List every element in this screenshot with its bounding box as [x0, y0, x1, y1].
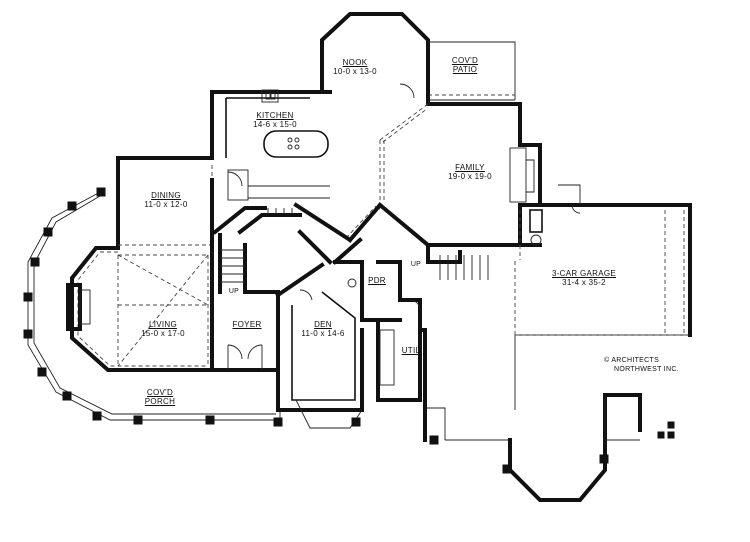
foyer-name: FOYER	[232, 320, 262, 329]
garage-walls	[418, 184, 692, 442]
foyer-walls	[210, 344, 280, 372]
room-label-util: UTIL	[398, 346, 424, 355]
room-label-garage: 3-CAR GARAGE 31-4 x 35-2	[543, 269, 625, 287]
porch-name2: PORCH	[144, 397, 176, 406]
patio-name2: PATIO	[452, 65, 478, 74]
room-label-family: FAMILY 19-0 x 19-0	[442, 163, 498, 181]
room-label-living: LIVING 15-0 x 17-0	[133, 320, 193, 338]
living-dims: 15-0 x 17-0	[141, 329, 185, 338]
stair-up-text-garage: UP	[410, 261, 422, 268]
room-label-den: DEN 11-0 x 14-6	[296, 320, 350, 338]
nook-dims: 10-0 x 13-0	[333, 67, 377, 76]
kitchen-walls	[210, 89, 330, 201]
garage-bay	[445, 393, 642, 502]
living-name: LIVING	[148, 320, 178, 329]
porch-name: COV'D	[146, 388, 174, 397]
dining-name: DINING	[151, 191, 181, 200]
room-label-kitchen: KITCHEN 14-6 x 15-0	[245, 111, 305, 129]
garage-dims: 31-4 x 35-2	[562, 278, 606, 287]
garage-name: 3-CAR GARAGE	[551, 269, 617, 278]
patio-outline	[428, 41, 516, 101]
den-walls	[243, 262, 364, 429]
kitchen-name: KITCHEN	[256, 111, 294, 120]
room-label-patio: COV'D PATIO	[445, 56, 485, 74]
room-label-porch: COV'D PORCH	[140, 388, 180, 406]
kitchen-dims: 14-6 x 15-0	[253, 120, 297, 129]
patio-name: COV'D	[451, 56, 479, 65]
dining-dims: 11-0 x 12-0	[144, 200, 188, 209]
stair-up-text-main: UP	[228, 288, 240, 295]
porch-posts	[23, 187, 675, 474]
dining-walls	[116, 156, 214, 250]
nook-walls	[210, 12, 430, 96]
family-dims: 19-0 x 19-0	[448, 172, 492, 181]
den-name: DEN	[314, 320, 332, 329]
util-name: UTIL	[401, 346, 421, 355]
room-label-foyer: FOYER	[227, 320, 267, 329]
stair-up-label-main: UP	[224, 287, 244, 296]
architect-credit: © ARCHITECTS NORTHWEST INC.	[604, 356, 694, 374]
hall-walls	[293, 202, 383, 265]
room-label-dining: DINING 11-0 x 12-0	[136, 191, 196, 209]
door-swings	[227, 83, 581, 311]
main-stair	[212, 206, 302, 294]
family-name: FAMILY	[455, 163, 485, 172]
living-walls	[66, 246, 214, 372]
room-label-pdr: PDR	[362, 276, 392, 285]
credit-line2: NORTHWEST INC.	[614, 366, 679, 373]
nook-name: NOOK	[342, 58, 368, 67]
room-label-nook: NOOK 10-0 x 13-0	[330, 58, 380, 76]
den-dims: 11-0 x 14-6	[301, 329, 345, 338]
credit-line1: © ARCHITECTS	[604, 357, 660, 364]
pdr-name: PDR	[368, 276, 386, 285]
stair-up-label-garage: UP	[406, 260, 426, 269]
